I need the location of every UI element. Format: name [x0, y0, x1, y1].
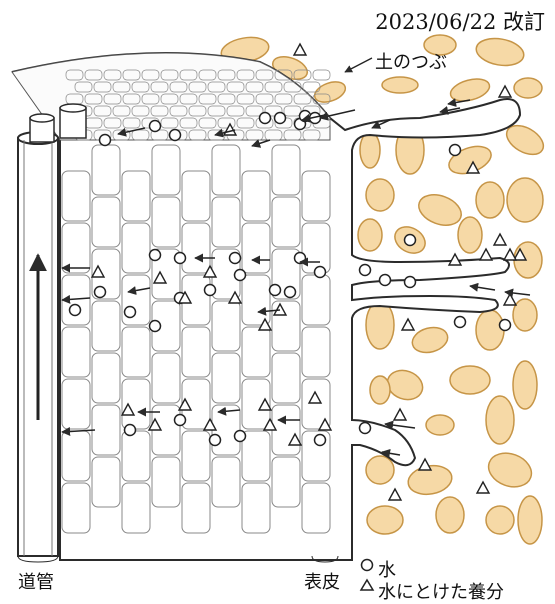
water-molecule	[150, 250, 161, 261]
water-molecule	[405, 235, 416, 246]
water-molecule	[170, 130, 181, 141]
water-molecule	[175, 415, 186, 426]
water-molecule	[455, 317, 466, 328]
soil-particle	[476, 310, 504, 350]
soil-particle	[415, 189, 466, 230]
soil-particle-label: 土のつぶ	[375, 48, 447, 74]
soil-particle	[367, 506, 403, 534]
nutrient-particle	[389, 489, 401, 500]
legend-water-icon	[362, 560, 373, 571]
water-molecule	[360, 265, 371, 276]
soil-particle	[486, 506, 514, 534]
water-molecule	[380, 275, 391, 286]
soil-particle	[426, 415, 454, 435]
water-molecule	[150, 121, 161, 132]
nutrient-particle	[294, 44, 306, 55]
soil-particle	[370, 376, 390, 404]
vessel-label: 道管	[18, 568, 54, 594]
nutrient-particle	[499, 86, 511, 97]
nutrient-particle	[449, 254, 461, 265]
water-molecule	[405, 277, 416, 288]
soil-particle	[507, 178, 543, 222]
water-molecule	[205, 285, 216, 296]
soil-particle	[436, 497, 464, 533]
nutrient-particle	[504, 294, 516, 305]
soil-particle	[382, 77, 418, 93]
soil-particle	[358, 219, 382, 251]
legend-nutrient-icon	[361, 580, 373, 590]
nutrient-particle	[394, 409, 406, 420]
soil-particle	[458, 217, 482, 253]
water-molecule	[315, 267, 326, 278]
water-molecule	[230, 253, 241, 264]
soil-particle	[366, 179, 394, 211]
water-molecule	[125, 425, 136, 436]
soil-particle	[513, 361, 537, 409]
nutrient-particle	[419, 459, 431, 470]
soil-particle	[513, 299, 537, 331]
soil-particle	[476, 182, 504, 218]
water-molecule	[95, 287, 106, 298]
soil-particle	[486, 396, 514, 444]
soil-particle	[450, 366, 490, 394]
water-molecule	[235, 270, 246, 281]
water-molecule	[315, 435, 326, 446]
water-molecule	[150, 321, 161, 332]
epidermis-label: 表皮	[304, 568, 340, 594]
cap-cell	[313, 70, 330, 80]
soil-particle	[484, 447, 536, 492]
water-molecule	[235, 431, 246, 442]
soil-particle	[366, 301, 394, 349]
nutrient-particle	[494, 234, 506, 245]
water-molecule	[100, 135, 111, 146]
soil-particle	[410, 324, 451, 356]
flow-arrow	[505, 292, 530, 295]
water-molecule	[500, 320, 511, 331]
water-molecule	[210, 435, 221, 446]
water-molecule	[125, 307, 136, 318]
soil-particle	[474, 35, 526, 69]
nutrient-particle	[477, 482, 489, 493]
legend-nutrient-label: 水にとけた養分	[378, 578, 504, 604]
flow-arrow	[470, 286, 495, 290]
soil-particle	[518, 496, 542, 544]
water-molecule	[70, 305, 81, 316]
soil-particle	[366, 456, 394, 484]
water-molecule	[270, 285, 281, 296]
water-molecule	[360, 423, 371, 434]
soil-particle	[514, 78, 542, 98]
water-molecule	[450, 145, 461, 156]
nutrient-particle	[480, 249, 492, 260]
soil-label-leader	[345, 58, 372, 72]
nutrient-particle	[402, 319, 414, 330]
soil-particle	[360, 132, 380, 168]
water-molecule	[260, 113, 271, 124]
water-molecule	[275, 113, 286, 124]
water-molecule	[285, 287, 296, 298]
revision-note: 2023/06/22 改訂	[375, 6, 545, 36]
water-molecule	[175, 253, 186, 264]
